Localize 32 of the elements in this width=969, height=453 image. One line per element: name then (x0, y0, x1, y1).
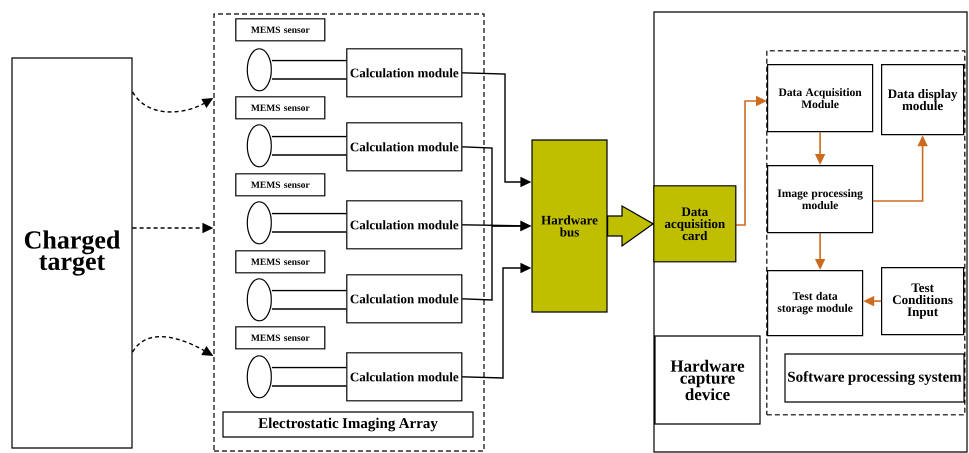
sensor-label: MEMS sensor (235, 250, 326, 274)
double-line (272, 60, 346, 80)
calculation-box: Calculation module (346, 274, 462, 324)
heading-box: Electrostatic Imaging Array (222, 411, 474, 438)
module-box: Test Conditions Input (881, 267, 964, 336)
calculation-box: Calculation module (346, 48, 462, 98)
calculation-box: Calculation module (346, 122, 462, 172)
module-box: Data Acquisition Module (767, 64, 874, 132)
heading-box: Software processing system (784, 353, 965, 403)
block-arrow (607, 204, 654, 248)
target-box: Charged target (11, 57, 133, 449)
sensor-ellipse (246, 124, 272, 168)
double-line (272, 366, 346, 387)
calculation-box: Calculation module (346, 352, 462, 402)
double-line (272, 290, 346, 310)
sensor-label: MEMS sensor (235, 173, 326, 196)
card-block: Data acquisition card (653, 185, 736, 262)
sensor-ellipse (246, 48, 272, 92)
double-line (272, 212, 346, 233)
sensor-ellipse (246, 201, 272, 244)
bus-block: Hardware bus (531, 139, 608, 313)
module-box: Data display module (881, 64, 964, 136)
sensor-ellipse (246, 355, 272, 398)
sensor-ellipse (246, 278, 272, 322)
module-box: Image processing module (767, 165, 874, 234)
sensor-label: MEMS sensor (235, 326, 326, 350)
module-box: Test data storage module (767, 270, 864, 336)
sensor-label: MEMS sensor (235, 96, 326, 120)
double-line (272, 136, 346, 156)
heading-box: Hardware capture device (654, 335, 761, 425)
calculation-box: Calculation module (346, 200, 462, 250)
sensor-label: MEMS sensor (235, 18, 326, 42)
